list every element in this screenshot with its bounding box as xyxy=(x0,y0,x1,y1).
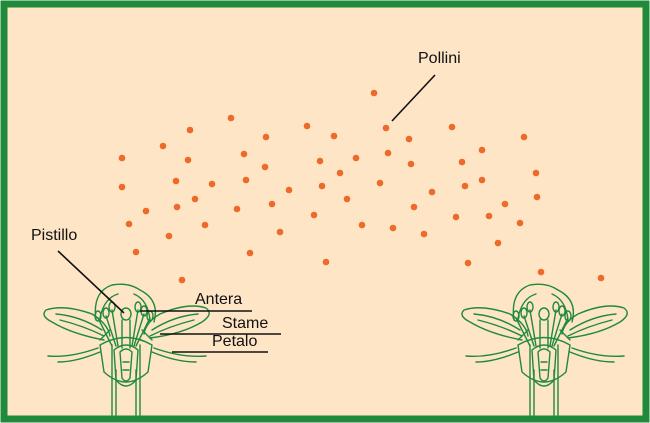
pollen-grain xyxy=(304,123,311,130)
pollen-grain xyxy=(462,183,469,190)
pollen-grain xyxy=(192,196,199,203)
pollen-grain xyxy=(234,206,241,213)
pollen-grain xyxy=(385,150,392,157)
pollen-grain xyxy=(247,250,254,257)
pollen-grain xyxy=(421,231,428,238)
pollen-grain xyxy=(317,158,324,165)
pollen-grain xyxy=(459,159,466,166)
pollen-grain xyxy=(408,161,415,168)
pollen-grain xyxy=(179,277,186,284)
pollen-grain xyxy=(241,151,248,158)
pollen-grain xyxy=(534,194,541,201)
pollen-grain xyxy=(371,90,378,97)
pollen-grain xyxy=(277,229,284,236)
pollen-grain xyxy=(323,259,330,266)
antera-label: Antera xyxy=(195,292,242,308)
pollen-grain xyxy=(449,124,456,131)
pollen-grain xyxy=(311,212,318,219)
pollen-grain xyxy=(337,170,344,177)
pollen-grain xyxy=(359,222,366,229)
pollen-grain xyxy=(411,204,418,211)
pollen-grain xyxy=(453,214,460,221)
pollen-grain xyxy=(502,201,509,208)
pollen-grain xyxy=(185,157,192,164)
pollen-grain xyxy=(517,220,524,227)
pollen-grain xyxy=(353,155,360,162)
pollen-grain xyxy=(143,208,150,215)
pollen-grain xyxy=(383,125,390,132)
pollen-grain xyxy=(119,155,126,162)
pollen-grain xyxy=(377,180,384,187)
pollen-grain xyxy=(495,240,502,247)
pollen-grain xyxy=(209,181,216,188)
pollen-grain xyxy=(173,178,180,185)
pollen-grain xyxy=(406,136,413,143)
pollen-grain xyxy=(166,233,173,240)
pollen-grain xyxy=(263,134,270,141)
pollen-grain xyxy=(228,115,235,122)
pollen-grain xyxy=(390,225,397,232)
pollen-grain xyxy=(521,134,528,141)
pollen-grain xyxy=(187,127,194,134)
pollen-grain xyxy=(344,196,351,203)
pollen-grain xyxy=(598,275,605,282)
stame-label: Stame xyxy=(222,316,268,332)
pollen-grain xyxy=(538,269,545,276)
pollen-grain xyxy=(331,133,338,140)
pollen-grain xyxy=(243,177,250,184)
pollen-grain xyxy=(126,221,133,228)
petalo-label: Petalo xyxy=(212,334,257,350)
pollen-grain xyxy=(133,249,140,256)
pollen-grain xyxy=(160,143,167,150)
pollen-grain xyxy=(319,183,326,190)
pollen-grain xyxy=(465,260,472,267)
pollen-grain xyxy=(262,164,269,171)
pistillo-label: Pistillo xyxy=(31,228,77,244)
pollen-grain xyxy=(533,170,540,177)
pollen-grain xyxy=(269,201,276,208)
pollini-label: Pollini xyxy=(418,51,461,67)
pollen-grain xyxy=(286,187,293,194)
pollen-grain xyxy=(202,222,209,229)
pollen-grain xyxy=(429,189,436,196)
pollen-grain xyxy=(119,184,126,191)
pollen-grain xyxy=(479,177,486,184)
pollen-grain xyxy=(479,147,486,154)
pollen-grain xyxy=(486,213,493,220)
pollen-grain xyxy=(174,204,181,211)
